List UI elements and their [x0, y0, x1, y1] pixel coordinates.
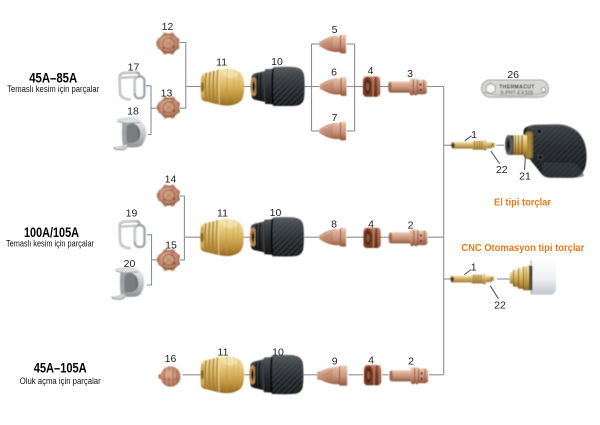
svg-text:4: 4 — [368, 65, 374, 77]
svg-text:11: 11 — [218, 347, 229, 359]
svg-text:11: 11 — [216, 57, 227, 69]
svg-text:3: 3 — [407, 68, 413, 80]
svg-text:16: 16 — [165, 353, 177, 365]
svg-text:10: 10 — [272, 347, 284, 359]
svg-text:1: 1 — [471, 262, 477, 274]
svg-text:14: 14 — [165, 174, 177, 186]
svg-text:7: 7 — [332, 112, 338, 124]
svg-text:9-PHT-EX105: 9-PHT-EX105 — [500, 91, 533, 97]
svg-text:19: 19 — [126, 208, 138, 220]
svg-text:26: 26 — [507, 69, 519, 81]
svg-text:45A–105A: 45A–105A — [34, 359, 87, 375]
svg-text:Temaslı kesim için parçalar: Temaslı kesim için parçalar — [7, 84, 100, 95]
svg-text:45A–85A: 45A–85A — [29, 70, 77, 86]
svg-text:20: 20 — [124, 258, 136, 270]
svg-text:6: 6 — [331, 67, 337, 79]
svg-text:12: 12 — [162, 21, 174, 33]
svg-text:2: 2 — [408, 220, 414, 232]
svg-text:1: 1 — [471, 129, 477, 141]
svg-text:Oluk açma için parçalar: Oluk açma için parçalar — [20, 376, 102, 387]
svg-text:THERMACUT: THERMACUT — [499, 84, 535, 90]
svg-text:10: 10 — [271, 56, 283, 68]
svg-text:2: 2 — [408, 356, 414, 368]
svg-text:18: 18 — [127, 106, 139, 118]
svg-text:Temaslı kesim için parçalar: Temaslı kesim için parçalar — [6, 239, 95, 250]
svg-text:5: 5 — [332, 24, 338, 36]
svg-text:17: 17 — [128, 62, 140, 74]
svg-text:El tipi torçlar: El tipi torçlar — [494, 198, 551, 209]
svg-text:13: 13 — [161, 87, 173, 99]
svg-text:10: 10 — [270, 207, 282, 219]
svg-text:21: 21 — [519, 171, 531, 183]
svg-text:22: 22 — [494, 300, 506, 312]
svg-text:22: 22 — [496, 164, 508, 176]
svg-text:15: 15 — [165, 240, 177, 252]
svg-text:11: 11 — [217, 208, 228, 220]
svg-text:CNC Otomasyon tipi torçlar: CNC Otomasyon tipi torçlar — [461, 243, 584, 254]
svg-text:4: 4 — [368, 355, 374, 367]
svg-text:100A/105A: 100A/105A — [24, 224, 79, 240]
svg-text:9: 9 — [332, 356, 338, 368]
svg-text:8: 8 — [331, 219, 337, 231]
svg-text:4: 4 — [368, 219, 374, 231]
